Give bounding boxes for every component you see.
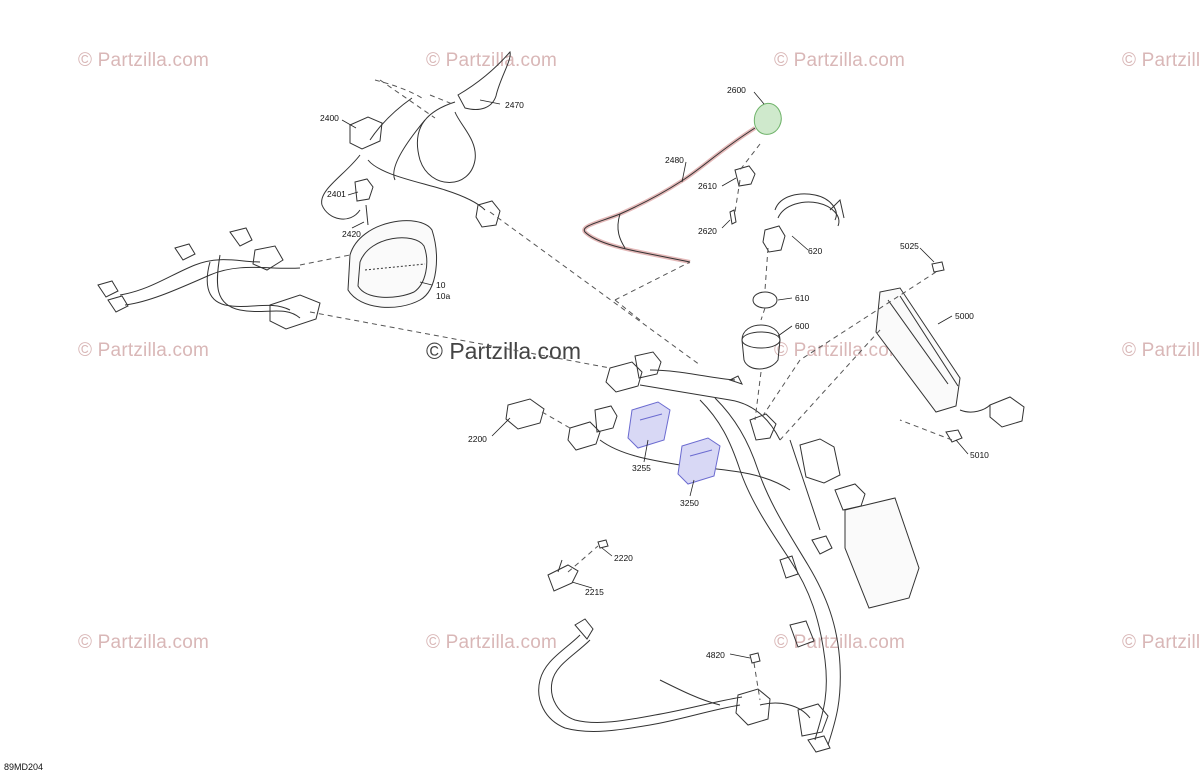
callout-10a[interactable]: 10a bbox=[436, 291, 451, 301]
part-5010-screw[interactable] bbox=[945, 429, 963, 443]
callout-2470[interactable]: 2470 bbox=[505, 100, 524, 110]
watermark: © Partzilla.com bbox=[1122, 632, 1200, 653]
part-2215-bracket[interactable] bbox=[547, 559, 579, 592]
part-3255-relay[interactable] bbox=[627, 401, 671, 449]
left-wiring-harness[interactable] bbox=[97, 227, 321, 330]
callout-610[interactable]: 610 bbox=[795, 293, 810, 303]
part-5000-module[interactable] bbox=[875, 287, 1025, 428]
watermark: © Partzilla.com bbox=[774, 50, 906, 71]
center-watermark: © Partzilla.com bbox=[426, 338, 581, 364]
callout-5025[interactable]: 5025 bbox=[900, 241, 919, 251]
diagram-code: 89MD204 bbox=[4, 762, 44, 772]
watermark: © Partzilla.com bbox=[774, 632, 906, 653]
part-3250-relay[interactable] bbox=[677, 437, 721, 485]
callout-2620[interactable]: 2620 bbox=[698, 226, 717, 236]
callout-3255[interactable]: 3255 bbox=[632, 463, 651, 473]
lower-ground-cable[interactable] bbox=[538, 618, 831, 753]
callout-4820[interactable]: 4820 bbox=[706, 650, 725, 660]
callout-5000[interactable]: 5000 bbox=[955, 311, 974, 321]
part-5025-screw[interactable] bbox=[931, 261, 945, 273]
watermark: © Partzilla.com bbox=[78, 50, 210, 71]
callout-2401[interactable]: 2401 bbox=[327, 189, 346, 199]
callout-600[interactable]: 600 bbox=[795, 321, 810, 331]
callout-2400[interactable]: 2400 bbox=[320, 113, 339, 123]
callout-2220[interactable]: 2220 bbox=[614, 553, 633, 563]
callout-620[interactable]: 620 bbox=[808, 246, 823, 256]
watermark: © Partzilla.com bbox=[78, 340, 210, 361]
main-wiring-harness[interactable] bbox=[567, 351, 920, 746]
part-2600-sensor[interactable] bbox=[753, 102, 782, 135]
watermark: © Partzilla.com bbox=[426, 632, 558, 653]
part-2480-cable[interactable] bbox=[582, 126, 757, 264]
part-620-coil-cord[interactable] bbox=[762, 193, 845, 253]
part-2610-clip[interactable] bbox=[734, 165, 756, 187]
watermark: © Partzilla.com bbox=[1122, 340, 1200, 361]
part-2400-switch[interactable] bbox=[321, 97, 486, 220]
callout-2600[interactable]: 2600 bbox=[727, 85, 746, 95]
callout-10[interactable]: 10 bbox=[436, 280, 446, 290]
callout-3250[interactable]: 3250 bbox=[680, 498, 699, 508]
part-2220-screw[interactable] bbox=[597, 539, 609, 549]
part-600-cap[interactable] bbox=[741, 324, 781, 370]
callout-2200[interactable]: 2200 bbox=[468, 434, 487, 444]
watermark: © Partzilla.com bbox=[78, 632, 210, 653]
callout-2610[interactable]: 2610 bbox=[698, 181, 717, 191]
watermark: © Partzilla.com bbox=[426, 50, 558, 71]
callout-5010[interactable]: 5010 bbox=[970, 450, 989, 460]
part-610-grommet[interactable] bbox=[752, 291, 778, 309]
part-2470-cable[interactable] bbox=[393, 50, 511, 183]
part-2200-sensor[interactable] bbox=[505, 398, 545, 430]
callout-2420[interactable]: 2420 bbox=[342, 229, 361, 239]
part-4820-nut[interactable] bbox=[749, 652, 761, 664]
watermark: © Partzilla.com bbox=[1122, 50, 1200, 71]
callout-2215[interactable]: 2215 bbox=[585, 587, 604, 597]
part-10-display[interactable] bbox=[347, 220, 437, 308]
part-2620-screw[interactable] bbox=[729, 209, 737, 225]
callout-2480[interactable]: 2480 bbox=[665, 155, 684, 165]
part-2401-bracket[interactable] bbox=[354, 178, 374, 226]
part-2470-connector[interactable] bbox=[475, 200, 501, 228]
